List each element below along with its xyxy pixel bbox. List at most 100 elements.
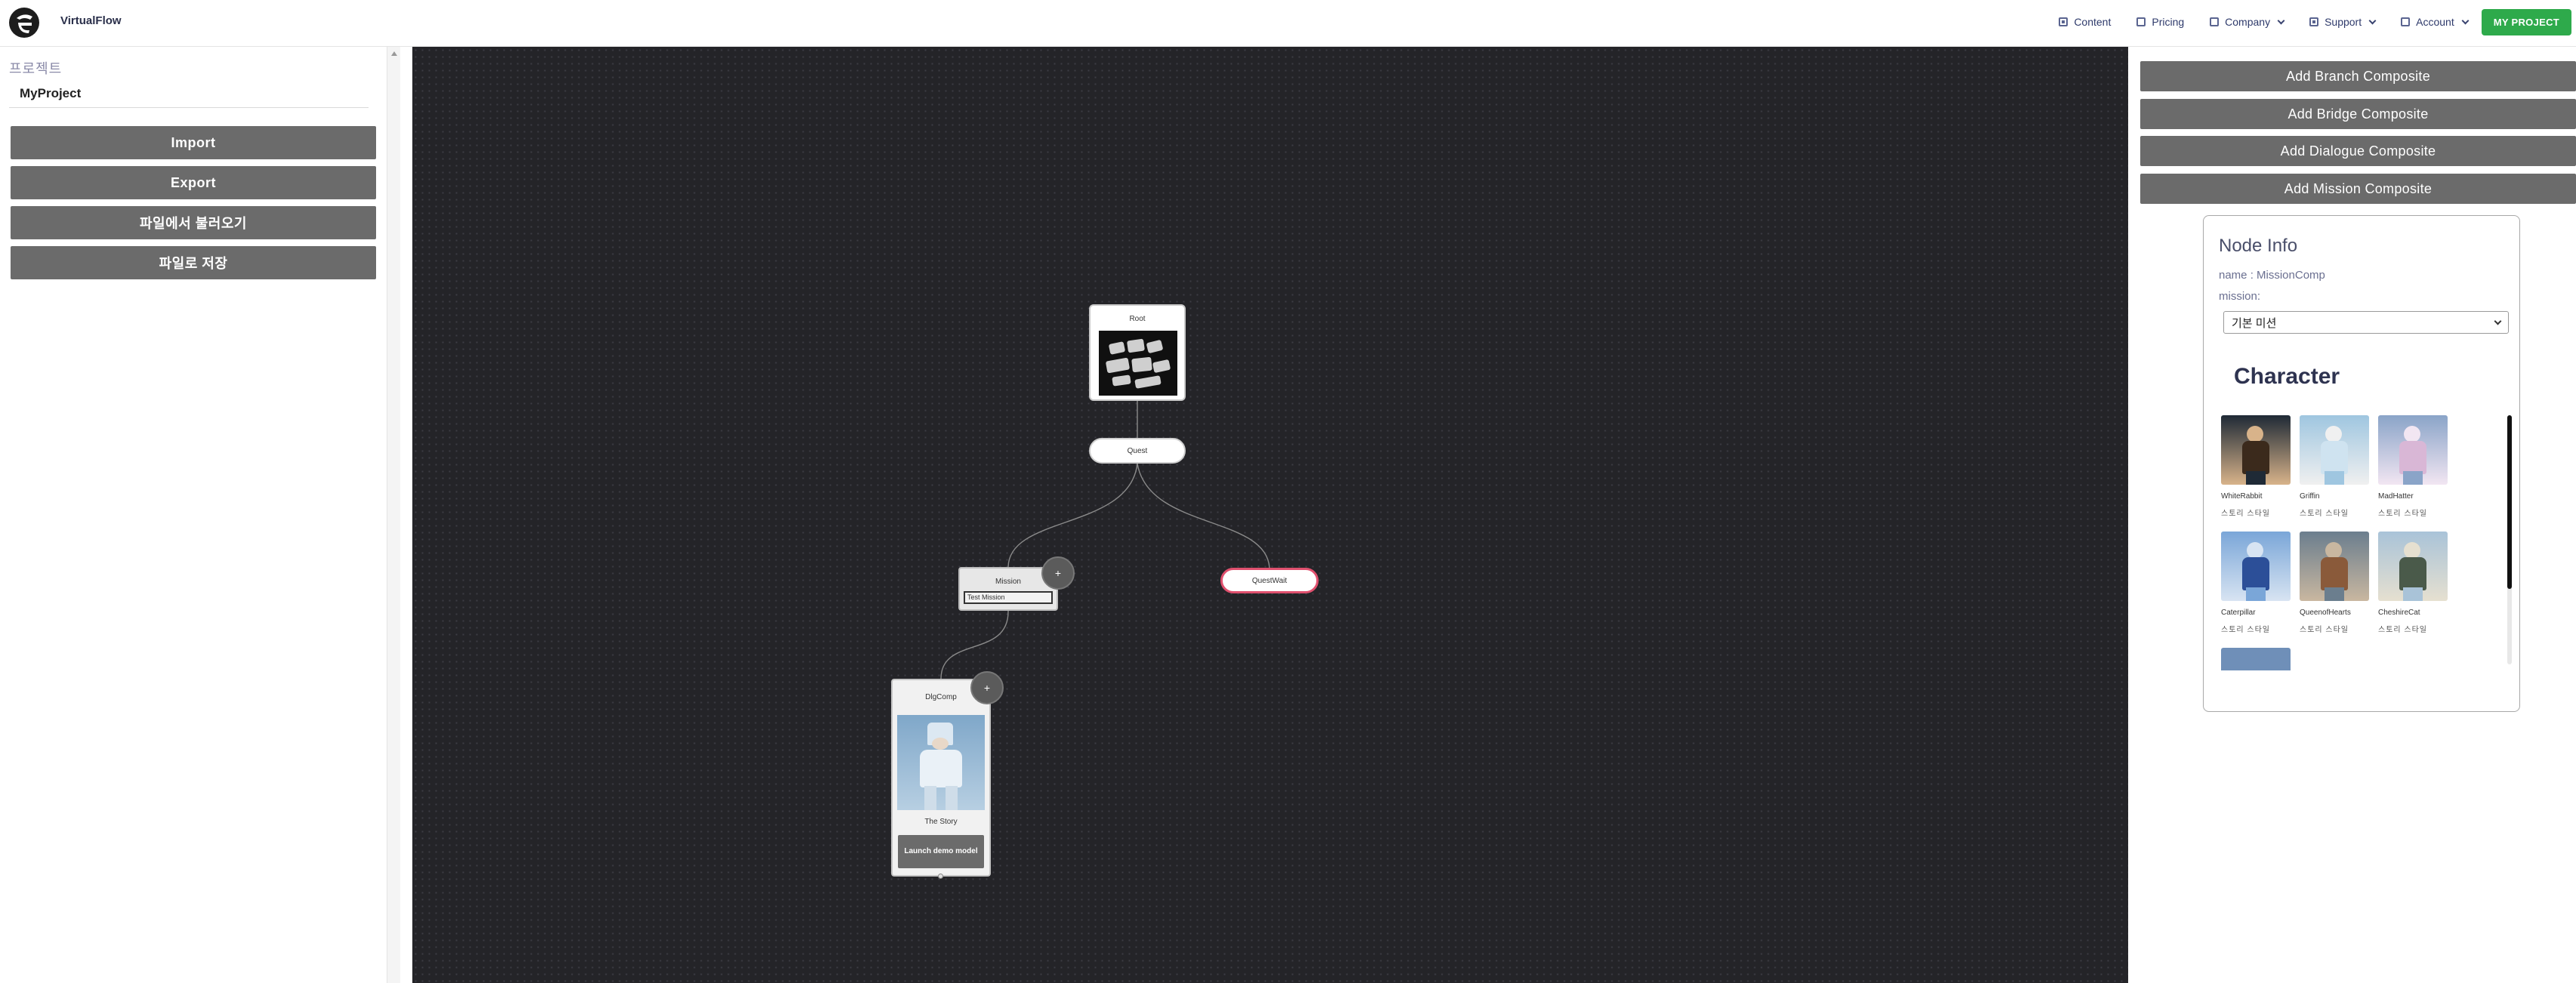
add-bridge-composite-button[interactable]: Add Bridge Composite: [2140, 99, 2576, 129]
export-button[interactable]: Export: [11, 166, 376, 199]
nav-content-label: Content: [2074, 16, 2112, 28]
mission-select-value: 기본 미션: [2232, 316, 2277, 330]
logo-icon[interactable]: [9, 8, 39, 38]
quest-node[interactable]: Quest: [1089, 438, 1186, 464]
character-card[interactable]: QueenofHearts 스토리 스타일: [2300, 532, 2369, 634]
left-panel-scrollbar[interactable]: [387, 47, 400, 983]
character-style: 스토리 스타일: [2221, 626, 2270, 634]
nav-company[interactable]: Company: [2210, 16, 2285, 28]
character-name: Caterpillar: [2221, 609, 2256, 617]
figure-head: [2404, 426, 2420, 442]
scroll-up-icon[interactable]: [391, 51, 397, 56]
character-card[interactable]: MadHatter 스토리 스타일: [2378, 415, 2448, 518]
figure-head: [2325, 426, 2342, 442]
scrollbar-thumb[interactable]: [2507, 415, 2512, 589]
character-card[interactable]: Caterpillar 스토리 스타일: [2221, 532, 2291, 634]
nav-pricing[interactable]: Pricing: [2136, 16, 2184, 28]
character-list-scrollbar[interactable]: [2507, 415, 2512, 664]
figure-body: [2242, 557, 2269, 590]
chevron-down-icon: [2368, 17, 2377, 24]
mission-node-title: Mission: [995, 578, 1021, 586]
character-heading: Character: [2234, 364, 2340, 389]
add-branch-composite-button[interactable]: Add Branch Composite: [2140, 61, 2576, 91]
character-card[interactable]: Griffin 스토리 스타일: [2300, 415, 2369, 518]
figure-legs: [2325, 471, 2344, 485]
edge-layer: [940, 400, 1270, 679]
my-project-button[interactable]: MY PROJECT: [2481, 8, 2571, 35]
nav-menu: Content Pricing Company Support Account …: [2033, 0, 2576, 44]
grid-icon: [2059, 17, 2069, 26]
dialogue-output-handle[interactable]: [938, 874, 943, 879]
character-card[interactable]: CheshireCat 스토리 스타일: [2378, 532, 2448, 634]
nav-company-label: Company: [2225, 16, 2271, 28]
node-info-panel: Node Info name : MissionComp mission: 기본…: [2203, 215, 2520, 712]
character-thumbnail: [2300, 415, 2369, 485]
edge-mission-dialogue: [940, 610, 1009, 679]
launch-demo-button[interactable]: Launch demo model: [898, 835, 984, 868]
figure-head: [2247, 426, 2263, 442]
nav-account-label: Account: [2416, 16, 2454, 28]
mission-name-input[interactable]: Test Mission: [964, 591, 1053, 604]
root-node[interactable]: Root: [1089, 304, 1186, 401]
dialogue-add-button[interactable]: +: [970, 671, 1004, 704]
flow-canvas[interactable]: Root Quest QuestWait Mission Test Missio…: [412, 47, 2128, 983]
nav-account[interactable]: Account: [2401, 16, 2470, 28]
node-info-title: Node Info: [2219, 236, 2298, 256]
root-node-title: Root: [1129, 315, 1146, 323]
character-name: MadHatter: [2378, 492, 2414, 501]
figure-legs: [2246, 587, 2266, 601]
character-card[interactable]: WhiteRabbit 스토리 스타일: [2221, 415, 2291, 518]
building-icon: [2210, 17, 2220, 26]
chevron-down-icon: [2494, 317, 2502, 325]
character-style: 스토리 스타일: [2378, 510, 2427, 518]
character-list[interactable]: Character WhiteRabbit 스토리 스타일 Griffin 스토…: [2219, 361, 2512, 670]
questwait-node[interactable]: QuestWait: [1220, 568, 1319, 593]
right-panel: Add Branch Composite Add Bridge Composit…: [2128, 47, 2576, 983]
character-style: 스토리 스타일: [2300, 510, 2349, 518]
figure-head: [2325, 542, 2342, 559]
save-to-file-button[interactable]: 파일로 저장: [11, 246, 376, 279]
mission-select[interactable]: 기본 미션: [2223, 311, 2509, 334]
figure-body: [2242, 441, 2269, 474]
load-from-file-button[interactable]: 파일에서 불러오기: [11, 206, 376, 239]
figure-body: [2321, 441, 2348, 474]
project-label: 프로젝트: [9, 61, 63, 76]
figure-head: [2404, 542, 2420, 559]
add-dialogue-composite-button[interactable]: Add Dialogue Composite: [2140, 136, 2576, 166]
nav-support-label: Support: [2325, 16, 2362, 28]
character-name: WhiteRabbit: [2221, 492, 2263, 501]
character-name: QueenofHearts: [2300, 609, 2351, 617]
figure-head: [2247, 542, 2263, 559]
character-style: 스토리 스타일: [2221, 510, 2270, 518]
project-name-field[interactable]: MyProject: [9, 80, 369, 108]
nav-support[interactable]: Support: [2309, 16, 2377, 28]
dialogue-node-title: DlgComp: [925, 693, 957, 701]
dialogue-character-image: [897, 715, 985, 810]
grid-icon: [2309, 17, 2319, 26]
figure-legs: [2246, 471, 2266, 485]
edge-quest-questwait: [1137, 463, 1270, 569]
character-thumbnail: [2378, 415, 2448, 485]
figure-body: [2399, 441, 2426, 474]
figure-legs: [2325, 587, 2344, 601]
nav-pricing-label: Pricing: [2152, 16, 2185, 28]
mission-node[interactable]: Mission Test Mission: [958, 567, 1058, 611]
brand-name[interactable]: VirtualFlow: [60, 14, 122, 27]
add-mission-composite-button[interactable]: Add Mission Composite: [2140, 174, 2576, 204]
character-thumbnail-partial[interactable]: [2221, 648, 2291, 670]
figure-body: [2321, 557, 2348, 590]
nav-content[interactable]: Content: [2059, 16, 2111, 28]
mission-add-button[interactable]: +: [1041, 556, 1075, 590]
character-thumbnail: [2221, 532, 2291, 601]
character-thumbnail: [2221, 415, 2291, 485]
list-icon: [2136, 17, 2146, 26]
node-name-line: name : MissionComp: [2219, 269, 2325, 282]
import-button[interactable]: Import: [11, 126, 376, 159]
character-thumbnail: [2378, 532, 2448, 601]
character-style: 스토리 스타일: [2300, 626, 2349, 634]
chevron-down-icon: [2461, 17, 2470, 24]
character-name: Griffin: [2300, 492, 2320, 501]
character-thumbnail: [2300, 532, 2369, 601]
user-icon: [2401, 17, 2411, 26]
dialogue-node[interactable]: DlgComp The Story Launch demo model: [891, 679, 991, 879]
